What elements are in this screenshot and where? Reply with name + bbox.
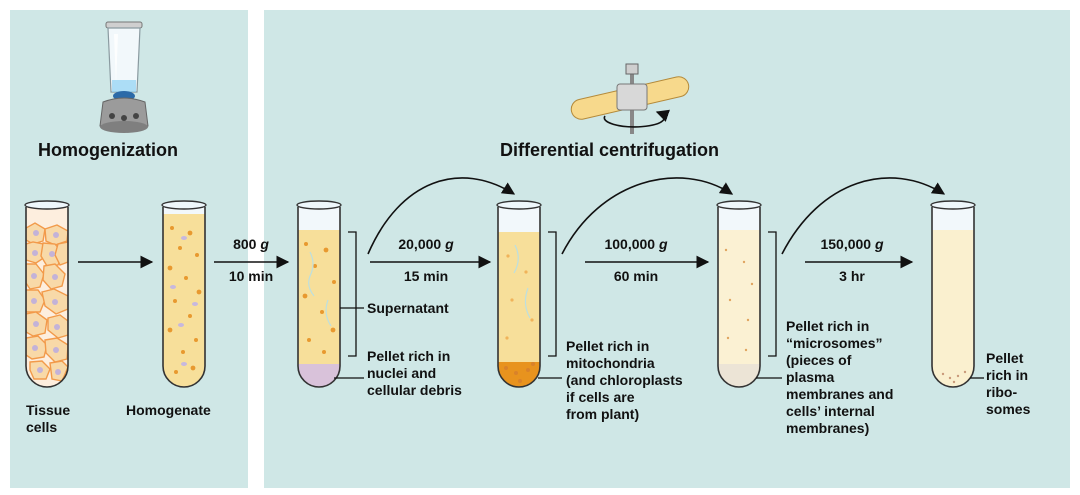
tube-step2 bbox=[496, 200, 542, 388]
tube-homogenate bbox=[161, 200, 207, 388]
label-homogenate: Homogenate bbox=[126, 402, 211, 418]
step2-time: 15 min bbox=[403, 268, 449, 284]
step1-time: 10 min bbox=[228, 268, 274, 284]
centrifuge-rotor-icon bbox=[570, 63, 690, 134]
label-supernatant: Supernatant bbox=[367, 300, 449, 316]
tube-tissue-cells bbox=[24, 200, 70, 388]
bracket-lines bbox=[334, 231, 984, 379]
step3-time: 60 min bbox=[613, 268, 659, 284]
step4-force: 150,000 g bbox=[820, 236, 884, 252]
step4-time: 3 hr bbox=[839, 268, 865, 284]
tube-step1 bbox=[296, 200, 342, 388]
centrifugation-heading: Differential centrifugation bbox=[500, 140, 720, 160]
process-arrows bbox=[78, 177, 946, 269]
blender-icon bbox=[99, 21, 149, 133]
step1-force: 800 g bbox=[233, 236, 269, 252]
tube-step4 bbox=[930, 200, 976, 388]
step3-force: 100,000 g bbox=[604, 236, 668, 252]
homogenization-heading: Homogenization bbox=[38, 140, 178, 160]
step2-force: 20,000 g bbox=[398, 236, 454, 252]
tube-step3 bbox=[716, 200, 762, 388]
